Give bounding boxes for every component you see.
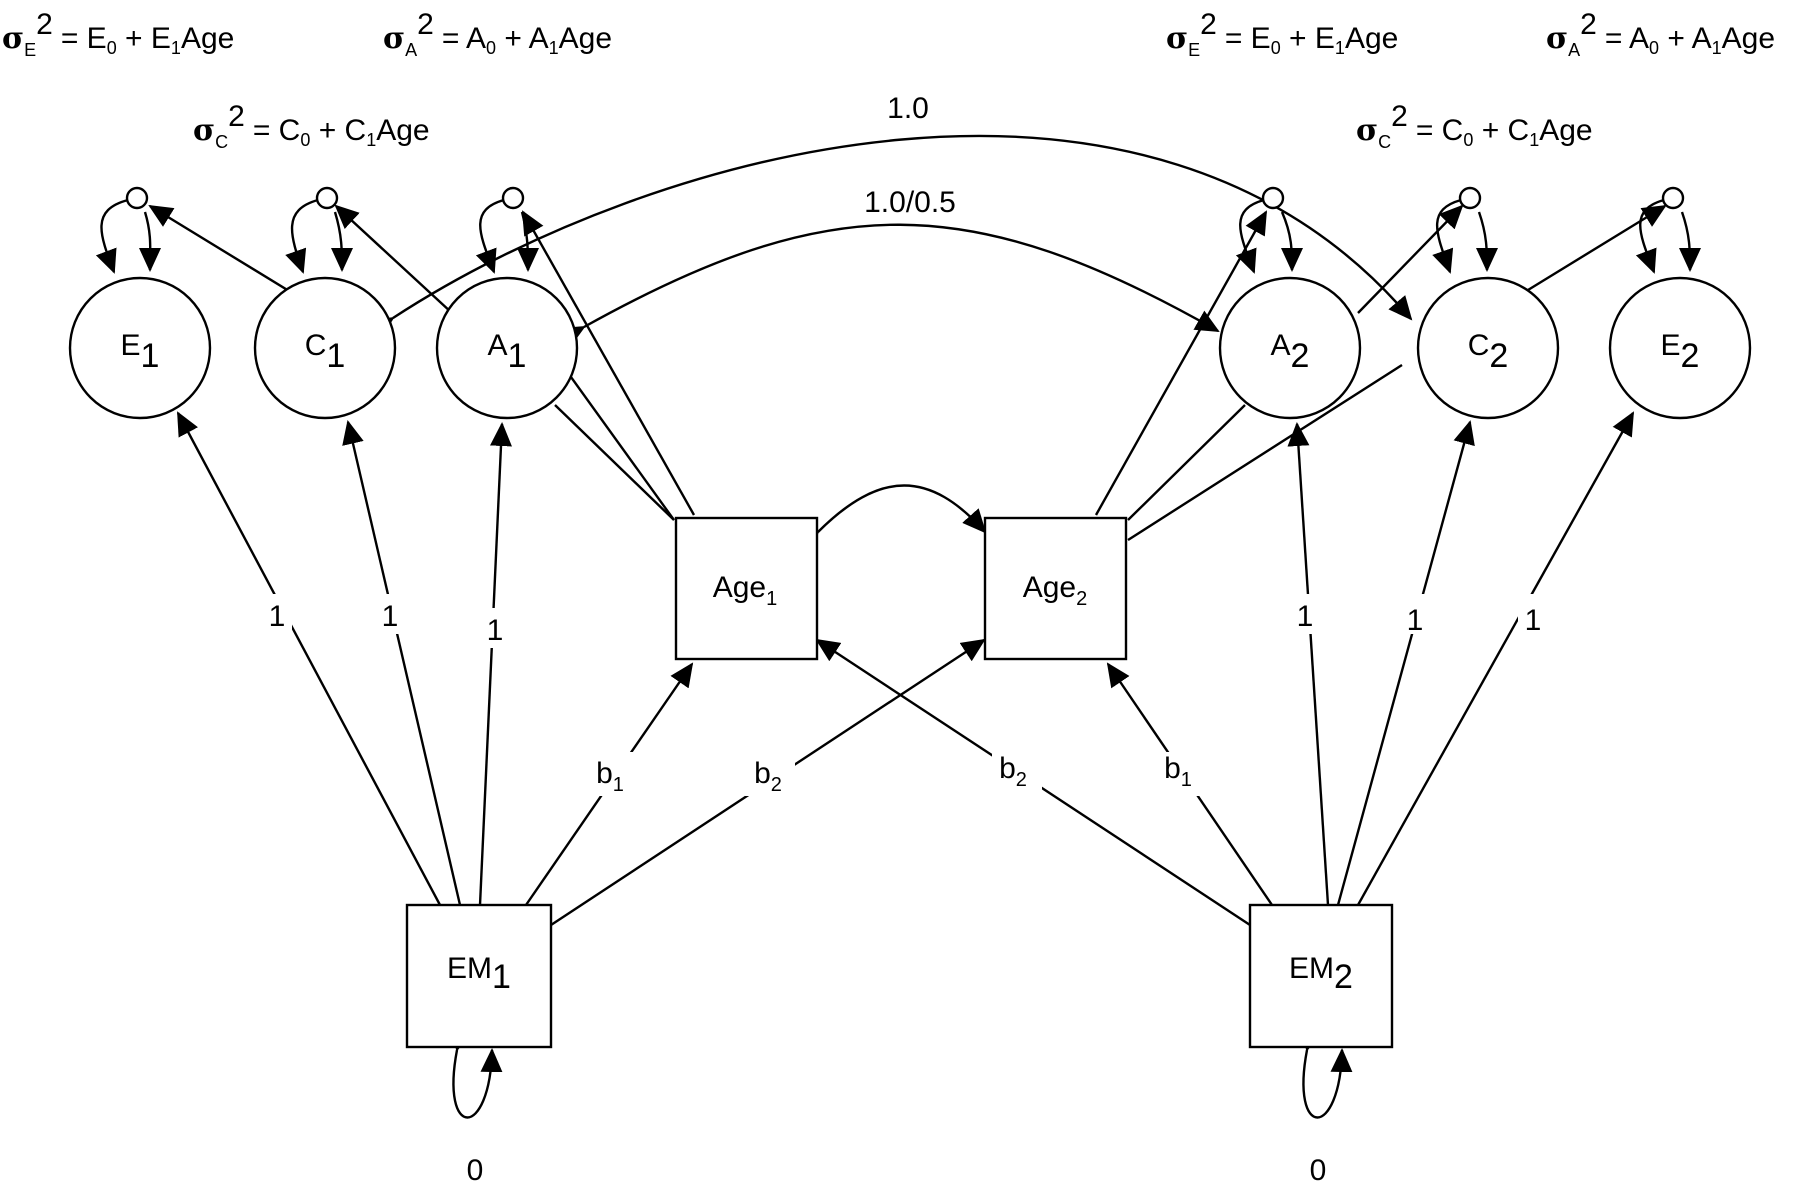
a2-variance-loop (1235, 198, 1265, 274)
a2-label: A2 (1271, 329, 1310, 375)
age2-to-e2-variance (1127, 206, 1665, 542)
em1-box (405, 903, 553, 1049)
c1-variance-loop (285, 198, 319, 274)
em1-to-e1-path (176, 411, 442, 906)
age1-to-a1-variance (521, 210, 696, 516)
sigma-e-formula-twin2: σE2= E0 + E1Age (1166, 8, 1398, 60)
e1-variance-node (125, 186, 149, 210)
age-covariance-curve (794, 484, 987, 556)
age1-label: Age1 (713, 571, 778, 610)
a1-label: A1 (488, 329, 527, 375)
e2-circle (1608, 276, 1752, 420)
c2-circle (1416, 276, 1560, 420)
sigma-a-formula-twin1: σA2= A0 + A1Age (383, 8, 612, 60)
em1-variance-loop (450, 1026, 503, 1119)
age2-to-a2-variance (1094, 210, 1268, 516)
em1-label: EM1 (447, 952, 511, 996)
em2-to-e2-path (1356, 411, 1635, 906)
age2-label: Age2 (1023, 571, 1088, 610)
em1-variance-label: 0 (467, 1154, 484, 1187)
em2-variance-label: 0 (1310, 1154, 1327, 1187)
e2-label: E2 (1661, 329, 1700, 375)
e1-circle (68, 276, 212, 420)
a2-variance-loop-inner (1280, 211, 1303, 272)
em2-c2-loading-label: 1 (1407, 604, 1424, 637)
c-correlation-label: 1.0 (887, 92, 929, 125)
c-correlation-curve (368, 134, 1413, 340)
c1-variance-loop-inner (330, 211, 353, 272)
age1-to-e1-variance (150, 206, 675, 521)
c1-label: C1 (305, 329, 346, 375)
em2-variance-loop (1300, 1026, 1353, 1119)
em1-to-a1-path (478, 422, 512, 906)
em2-age2-b1-label: b1 (1164, 752, 1192, 791)
a1-variance-loop (475, 198, 505, 274)
c1-circle (253, 276, 397, 420)
em1-to-c1-path (342, 420, 462, 906)
em2-age1-b2-label: b2 (999, 752, 1027, 791)
em1-e1-loading-label: 1 (269, 600, 286, 633)
a-correlation-label: 1.0/0.5 (864, 186, 956, 219)
e1-variance-loop-inner (139, 211, 162, 272)
a1-circle (435, 276, 579, 420)
c2-variance-loop-inner (1475, 211, 1498, 272)
e1-variance-loop (95, 198, 129, 274)
sigma-a-formula-twin2: σA2= A0 + A1Age (1546, 8, 1775, 60)
a2-circle (1218, 276, 1362, 420)
age2-box (983, 516, 1128, 661)
c1-variance-node (315, 186, 339, 210)
em2-a2-loading-label: 1 (1297, 600, 1314, 633)
em2-e2-loading-label: 1 (1525, 604, 1542, 637)
em1-a1-loading-label: 1 (487, 614, 504, 647)
e2-variance-node (1661, 186, 1685, 210)
em2-to-c2-path (1336, 420, 1475, 906)
e1-label: E1 (121, 329, 160, 375)
sigma-c-formula-twin1: σC2= C0 + C1Age (193, 100, 430, 152)
em1-age2-b2-label: b2 (754, 757, 782, 796)
c2-label: C2 (1468, 329, 1509, 375)
em2-box (1248, 903, 1394, 1049)
em1-c1-loading-label: 1 (382, 600, 399, 633)
a-correlation-curve (559, 223, 1220, 348)
age2-to-c2-variance (1127, 206, 1462, 521)
age1-box (674, 516, 819, 661)
a1-variance-node (501, 186, 525, 210)
age1-to-c1-variance (336, 206, 675, 521)
em2-label: EM2 (1289, 952, 1353, 996)
e2-variance-loop-inner (1678, 211, 1701, 272)
sigma-c-formula-twin2: σC2= C0 + C1Age (1356, 100, 1593, 152)
e2-variance-loop (1635, 198, 1665, 274)
em2-to-a2-path (1287, 422, 1330, 906)
sigma-e-formula-twin1: σE2= E0 + E1Age (2, 8, 234, 60)
a2-variance-node (1261, 186, 1285, 210)
c2-variance-node (1458, 186, 1482, 210)
em1-age1-b1-label: b1 (596, 757, 624, 796)
